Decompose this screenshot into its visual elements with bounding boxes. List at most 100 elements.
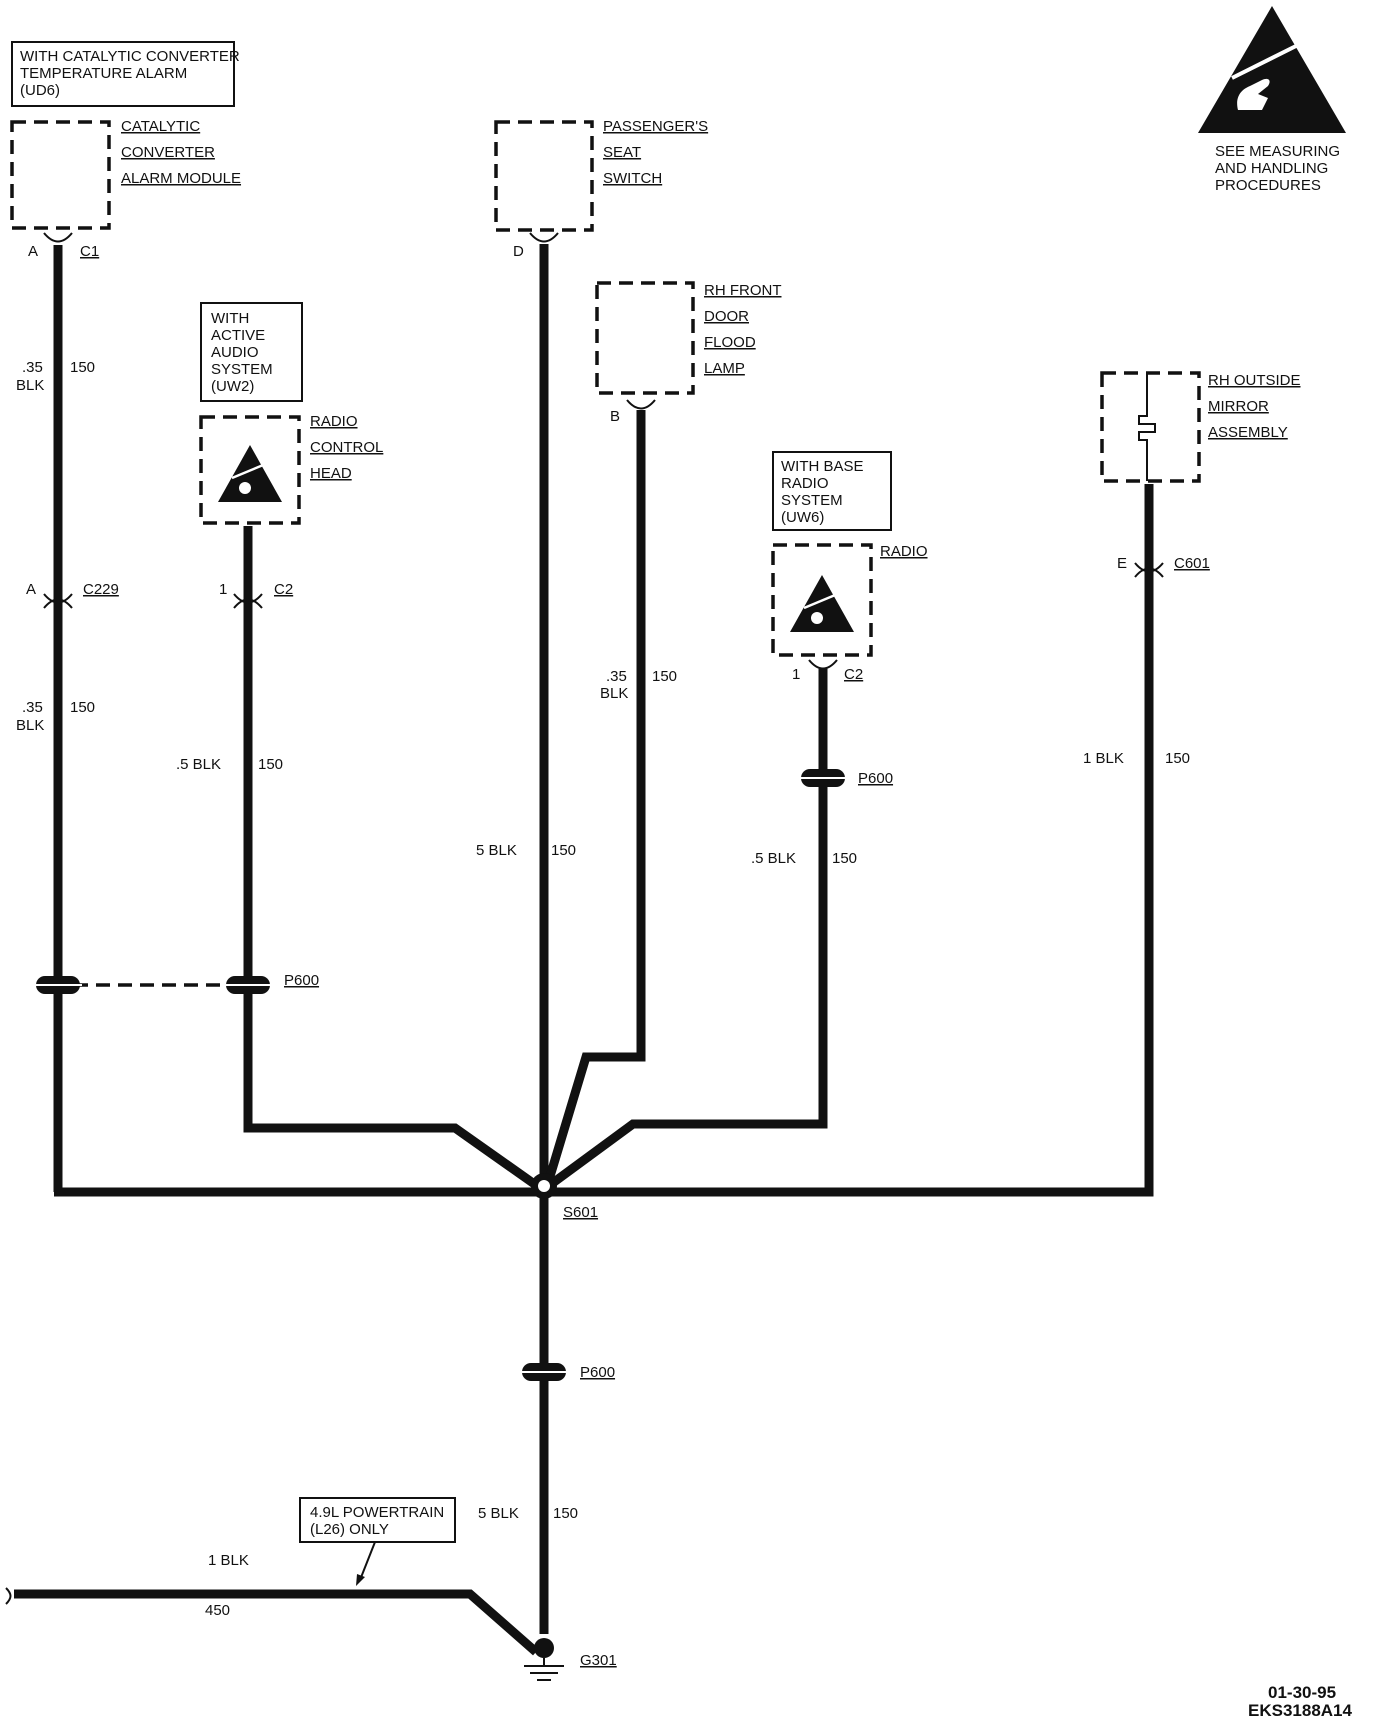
svg-text:.5 BLK: .5 BLK (751, 850, 796, 867)
svg-text:PROCEDURES: PROCEDURES (1215, 177, 1321, 194)
svg-text:(UW2): (UW2) (211, 378, 254, 395)
connector-labels: A C1 D B A C229 1 C2 1 C2 E C601 P600 P6… (26, 243, 1210, 1669)
svg-text:01-30-95: 01-30-95 (1268, 1683, 1336, 1702)
svg-text:1: 1 (792, 666, 800, 683)
svg-text:S601: S601 (563, 1204, 598, 1221)
svg-text:150: 150 (551, 842, 576, 859)
svg-text:MIRROR: MIRROR (1208, 398, 1269, 415)
svg-text:D: D (513, 243, 524, 260)
svg-text:WITH: WITH (211, 310, 249, 327)
wire-labels: .35 BLK 150 .35 BLK 150 .5 BLK 150 5 BLK… (16, 359, 1190, 1619)
svg-text:AND HANDLING: AND HANDLING (1215, 160, 1328, 177)
svg-text:BLK: BLK (16, 377, 44, 394)
svg-text:RH FRONT: RH FRONT (704, 282, 782, 299)
svg-text:P600: P600 (284, 972, 319, 989)
svg-text:ALARM MODULE: ALARM MODULE (121, 170, 241, 187)
svg-text:P600: P600 (580, 1364, 615, 1381)
svg-text:150: 150 (70, 359, 95, 376)
svg-text:(UW6): (UW6) (781, 509, 824, 526)
radio-control-head: RADIO CONTROL HEAD (199, 413, 383, 525)
svg-text:.35: .35 (606, 668, 627, 685)
rh-outside-mirror-assembly: RH OUTSIDE MIRROR ASSEMBLY (1100, 371, 1301, 483)
esd-icon (790, 575, 854, 632)
svg-text:C1: C1 (80, 243, 99, 260)
svg-text:ACTIVE: ACTIVE (211, 327, 265, 344)
svg-text:.5 BLK: .5 BLK (176, 756, 221, 773)
passengers-seat-switch: PASSENGER'S SEAT SWITCH (494, 118, 708, 232)
note-uw2: WITH ACTIVE AUDIO SYSTEM (UW2) (200, 302, 303, 402)
svg-text:CONVERTER: CONVERTER (121, 144, 215, 161)
svg-text:BLK: BLK (16, 717, 44, 734)
svg-text:WITH CATALYTIC CONVERTER: WITH CATALYTIC CONVERTER (20, 48, 240, 65)
svg-text:HEAD: HEAD (310, 465, 352, 482)
svg-text:RADIO: RADIO (310, 413, 358, 430)
svg-text:G301: G301 (580, 1652, 617, 1669)
esd-warning: SEE MEASURING AND HANDLING PROCEDURES (1198, 6, 1346, 194)
svg-text:RADIO: RADIO (781, 475, 829, 492)
wires (5, 244, 1154, 1656)
svg-text:ASSEMBLY: ASSEMBLY (1208, 424, 1288, 441)
wire-radio (547, 668, 828, 1189)
wire-radio-head (243, 526, 543, 1192)
p600-connector-left (34, 976, 82, 994)
note-ud6: WITH CATALYTIC CONVERTER TEMPERATURE ALA… (11, 41, 240, 107)
svg-text:RH OUTSIDE: RH OUTSIDE (1208, 372, 1301, 389)
svg-text:(UD6): (UD6) (20, 82, 60, 99)
svg-text:.35: .35 (22, 699, 43, 716)
svg-text:C229: C229 (83, 581, 119, 598)
svg-text:TEMPERATURE ALARM: TEMPERATURE ALARM (20, 65, 187, 82)
svg-text:B: B (610, 408, 620, 425)
p600-connector-main (520, 1363, 568, 1381)
svg-text:1 BLK: 1 BLK (208, 1552, 249, 1569)
wire-flood-lamp (543, 410, 646, 1185)
svg-text:CONTROL: CONTROL (310, 439, 383, 456)
catalytic-converter-alarm-module: CATALYTIC CONVERTER ALARM MODULE (10, 118, 241, 230)
svg-text:4.9L POWERTRAIN: 4.9L POWERTRAIN (310, 1504, 444, 1521)
footer: 01-30-95 EKS3188A14 (1248, 1683, 1353, 1720)
svg-text:FLOOD: FLOOD (704, 334, 756, 351)
splice-s601 (531, 1173, 557, 1199)
svg-text:E: E (1117, 555, 1127, 572)
svg-text:5 BLK: 5 BLK (478, 1505, 519, 1522)
esd-icon (218, 445, 282, 502)
wire-mirror (544, 484, 1154, 1197)
svg-text:150: 150 (553, 1505, 578, 1522)
svg-text:EKS3188A14: EKS3188A14 (1248, 1701, 1353, 1720)
svg-text:1: 1 (219, 581, 227, 598)
svg-text:SEAT: SEAT (603, 144, 641, 161)
svg-text:SYSTEM: SYSTEM (781, 492, 843, 509)
note-uw6: WITH BASE RADIO SYSTEM (UW6) (772, 451, 892, 531)
svg-text:.35: .35 (22, 359, 43, 376)
svg-text:C2: C2 (274, 581, 293, 598)
p600-connector-radio (799, 769, 847, 787)
svg-text:450: 450 (205, 1602, 230, 1619)
svg-text:BLK: BLK (600, 685, 628, 702)
svg-text:SWITCH: SWITCH (603, 170, 662, 187)
svg-text:150: 150 (832, 850, 857, 867)
svg-text:C601: C601 (1174, 555, 1210, 572)
svg-text:150: 150 (1165, 750, 1190, 767)
esd-warning-icon (1198, 6, 1346, 133)
svg-text:150: 150 (258, 756, 283, 773)
svg-text:CATALYTIC: CATALYTIC (121, 118, 200, 135)
svg-text:P600: P600 (858, 770, 893, 787)
svg-text:C2: C2 (844, 666, 863, 683)
wire-l26-ground (14, 1589, 539, 1656)
p600-connector-head (224, 976, 272, 994)
svg-text:A: A (26, 581, 36, 598)
connector-arcs (43, 232, 1164, 670)
svg-text:DOOR: DOOR (704, 308, 749, 325)
svg-text:WITH BASE: WITH BASE (781, 458, 864, 475)
svg-text:(L26) ONLY: (L26) ONLY (310, 1521, 389, 1538)
note-l26: 4.9L POWERTRAIN (L26) ONLY (299, 1497, 456, 1586)
radio: RADIO (771, 543, 928, 657)
svg-text:RADIO: RADIO (880, 543, 928, 560)
svg-text:1 BLK: 1 BLK (1083, 750, 1124, 767)
svg-text:150: 150 (70, 699, 95, 716)
svg-text:PASSENGER'S: PASSENGER'S (603, 118, 708, 135)
svg-text:A: A (28, 243, 38, 260)
rh-front-door-flood-lamp: RH FRONT DOOR FLOOD LAMP (595, 281, 782, 395)
svg-text:150: 150 (652, 668, 677, 685)
svg-text:SEE MEASURING: SEE MEASURING (1215, 143, 1340, 160)
svg-text:LAMP: LAMP (704, 360, 745, 377)
